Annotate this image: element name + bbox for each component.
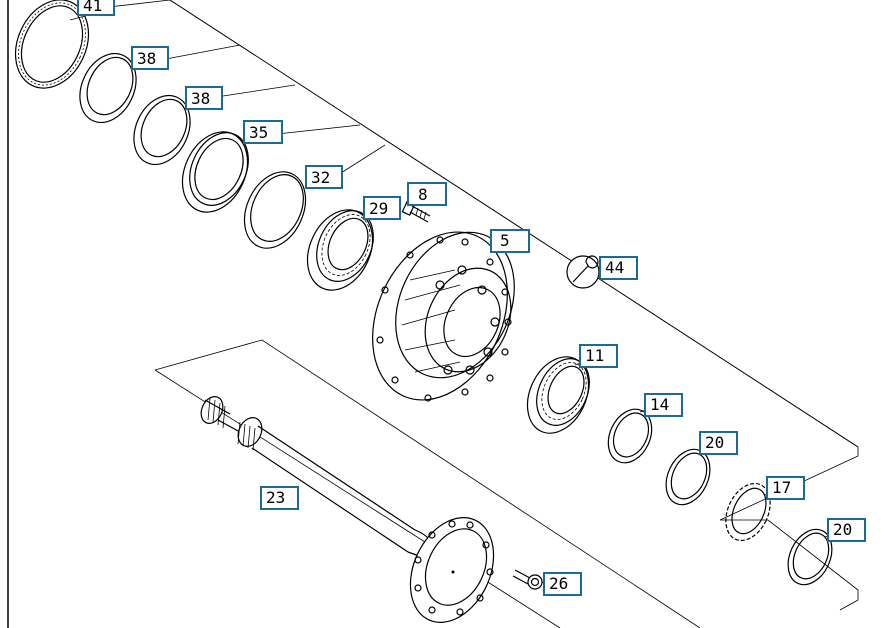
svg-text:44: 44 (605, 258, 624, 277)
seal-41 (14, 0, 90, 89)
axle-shaft-23 (200, 396, 495, 623)
callout-29[interactable]: 29 (363, 196, 401, 220)
bearing-29 (306, 209, 374, 291)
callout-26[interactable]: 26 (543, 572, 582, 596)
svg-text:26: 26 (549, 574, 568, 593)
lock-washer-17 (725, 482, 771, 542)
callout-8[interactable]: 8 (407, 182, 447, 206)
svg-text:41: 41 (83, 0, 102, 15)
ring-32 (243, 171, 307, 249)
svg-text:29: 29 (369, 199, 388, 218)
callout-14[interactable]: 14 (644, 393, 683, 417)
svg-text:17: 17 (772, 478, 791, 497)
svg-text:20: 20 (833, 520, 852, 539)
ring-38b (133, 94, 191, 166)
svg-text:5: 5 (500, 231, 510, 250)
wrench-icon (566, 255, 600, 289)
hub-assembly-frame (99, 0, 859, 611)
svg-text:20: 20 (705, 433, 724, 452)
bearing-11 (526, 356, 590, 434)
svg-text:32: 32 (311, 168, 330, 187)
callout-41[interactable]: 41 (77, 0, 115, 16)
svg-text:38: 38 (137, 49, 156, 68)
ring-14 (607, 408, 653, 464)
svg-text:38: 38 (191, 89, 210, 108)
nut-20b (787, 528, 833, 586)
callout-11[interactable]: 11 (579, 344, 618, 368)
hub-5 (372, 231, 515, 402)
callout-20a[interactable]: 20 (699, 431, 738, 455)
callout-44[interactable]: 44 (599, 256, 638, 280)
callout-17[interactable]: 17 (766, 476, 805, 500)
callout-5[interactable]: 5 (490, 229, 530, 253)
callout-38b[interactable]: 38 (185, 86, 223, 110)
svg-text:11: 11 (585, 346, 604, 365)
callout-20b[interactable]: 20 (827, 518, 866, 542)
svg-text:8: 8 (418, 185, 428, 204)
callout-32[interactable]: 32 (305, 165, 343, 189)
bolt-26 (512, 569, 543, 590)
svg-text:35: 35 (249, 123, 268, 142)
callout-38a[interactable]: 38 (131, 46, 169, 70)
callout-35[interactable]: 35 (243, 120, 283, 144)
shaft-assembly-frame (154, 339, 701, 628)
callout-23[interactable]: 23 (260, 486, 299, 510)
svg-text:23: 23 (266, 488, 285, 507)
svg-text:14: 14 (650, 395, 669, 414)
ring-38a (79, 52, 137, 124)
seal-35 (181, 131, 249, 213)
